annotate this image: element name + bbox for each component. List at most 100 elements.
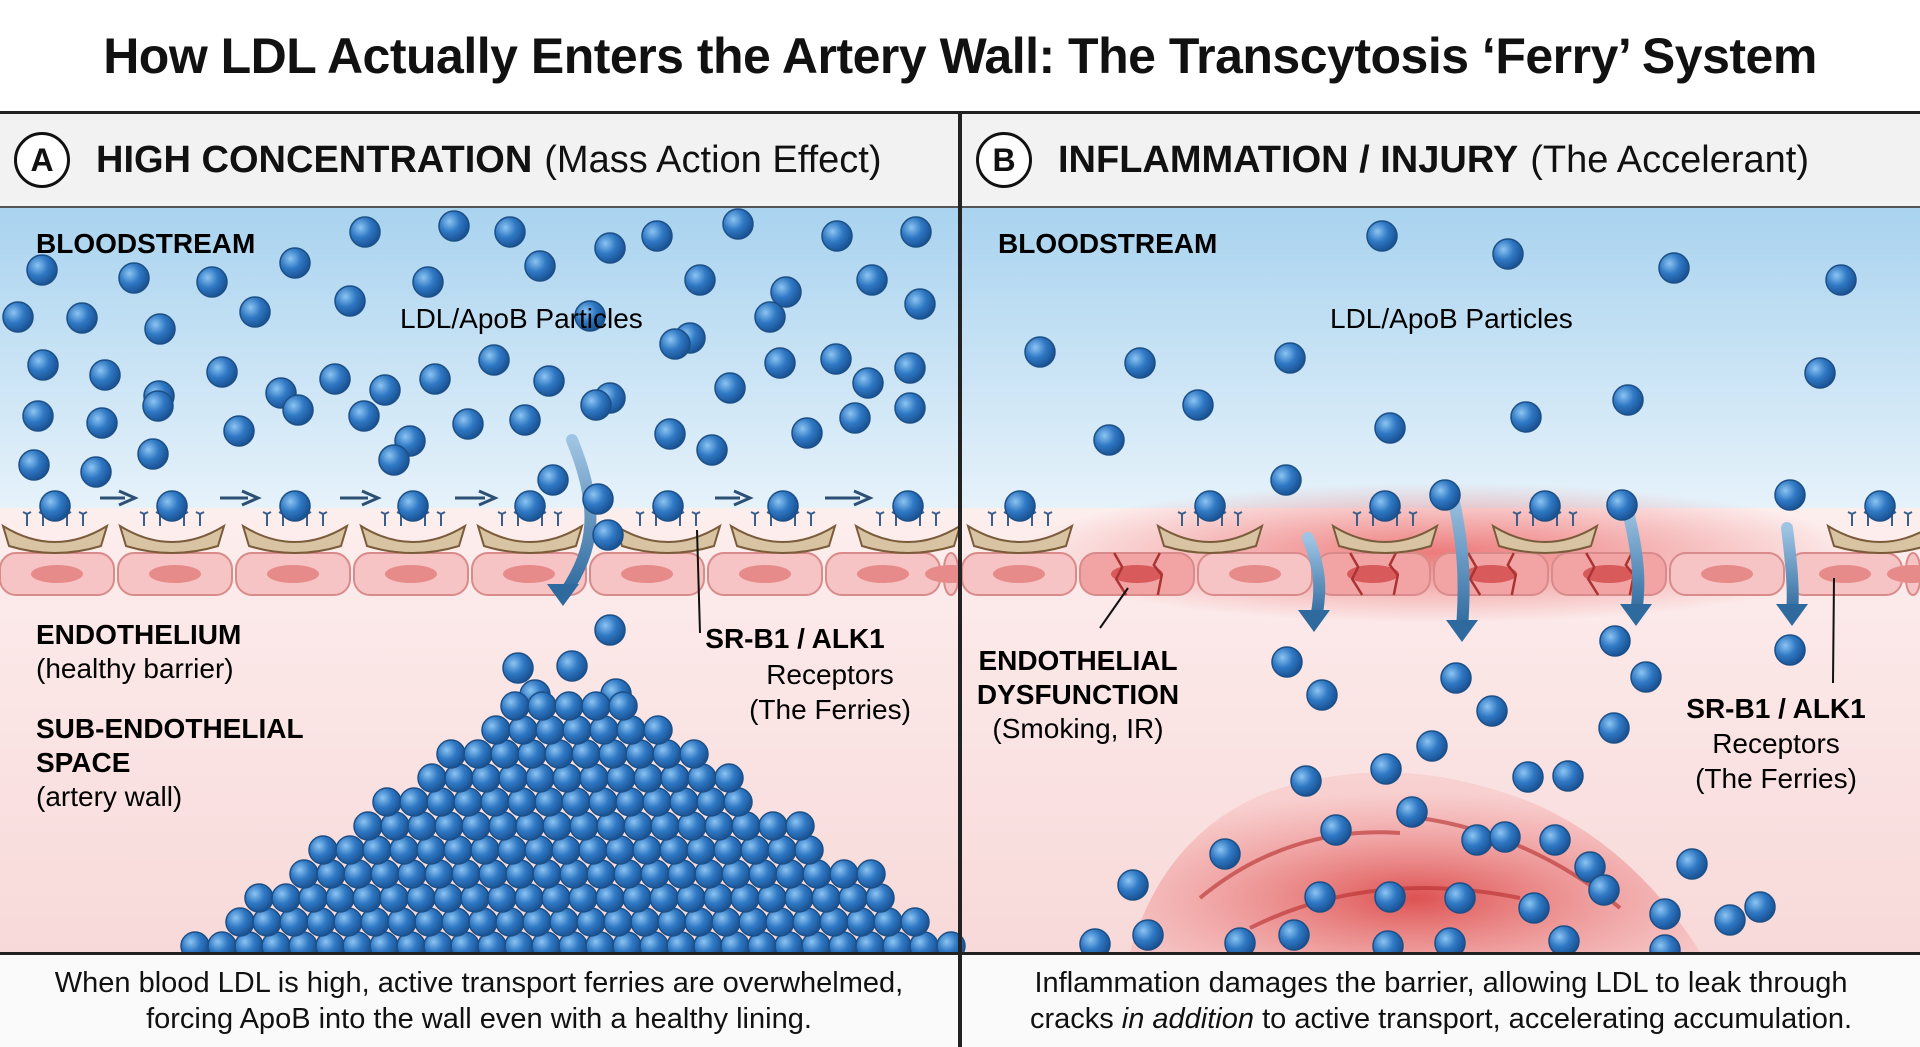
- ldl-particle-icon: [537, 464, 569, 496]
- entry-arrow-shaft: [1302, 532, 1326, 624]
- ldl-particle-icon: [369, 374, 401, 406]
- ldl-particle-icon: [764, 347, 796, 379]
- ldl-particle-icon: [1209, 838, 1241, 870]
- ldl-particle-icon: [348, 400, 380, 432]
- caption-emphasis: in addition: [1121, 1003, 1255, 1035]
- transport-arrow-icon: [455, 489, 499, 507]
- ferry-boat-icon: [118, 523, 226, 554]
- ldl-particle-icon: [714, 763, 744, 793]
- ldl-particle-icon: [654, 418, 686, 450]
- panel-a-transport-arrows: [100, 489, 874, 507]
- panel-a-bloodstream-label: BLOODSTREAM: [36, 228, 255, 259]
- ldl-particle-icon: [223, 415, 255, 447]
- ldl-particle-icon: [1429, 479, 1461, 511]
- ldl-particle-icon: [1552, 760, 1584, 792]
- panel-a-receptor-leader: [696, 529, 701, 634]
- ldl-particle-icon: [1290, 765, 1322, 797]
- panel-b-caption: Inflammation damages the barrier, allowi…: [962, 952, 1920, 1047]
- panel-b-subheading: (The Accelerant): [1530, 138, 1809, 181]
- receptor-icon: [380, 511, 390, 526]
- ldl-particle-icon: [282, 394, 314, 426]
- cell-nucleus: [1819, 565, 1871, 583]
- receptor-icon: [318, 511, 328, 526]
- ldl-particle-icon: [206, 356, 238, 388]
- entry-arrow-head: [547, 584, 579, 606]
- ldl-particle-icon: [1224, 927, 1256, 952]
- ldl-particle-icon: [39, 490, 71, 522]
- ldl-particle-icon: [319, 363, 351, 395]
- ldl-particle-icon: [767, 490, 799, 522]
- cell-nucleus: [385, 565, 437, 583]
- ldl-particle-icon: [1434, 927, 1466, 952]
- ldl-particle-icon: [1444, 882, 1476, 914]
- ldl-particle-icon: [1304, 881, 1336, 913]
- entry-arrows: [547, 434, 1808, 642]
- ldl-particle-icon: [900, 216, 932, 248]
- panel-a-subendothelial-label-2: SPACE: [36, 747, 130, 778]
- ldl-particle-icon: [574, 300, 606, 332]
- entry-arrow-head: [1776, 604, 1808, 626]
- ldl-particle-icon: [2, 301, 34, 333]
- receptor-icon: [78, 511, 88, 526]
- panel-a-caption: When blood LDL is high, active transport…: [0, 952, 958, 1047]
- ldl-particle-icon: [722, 208, 754, 240]
- ferry-boat-icon: [1, 523, 109, 554]
- ldl-particle-icon: [419, 363, 451, 395]
- ldl-particle-icon: [1649, 898, 1681, 930]
- receptor-icon: [875, 511, 885, 526]
- entry-arrow-head: [1446, 620, 1478, 642]
- ldl-particle-icon: [1440, 662, 1472, 694]
- ldl-particle-icon: [399, 787, 429, 817]
- entry-arrow-shaft: [1781, 522, 1799, 619]
- ldl-particle-icon: [1612, 384, 1644, 416]
- ferry-boat-icon: [1491, 523, 1599, 554]
- ldl-particle-icon: [244, 883, 274, 913]
- ldl-particle-icon: [892, 490, 924, 522]
- ldl-particle-icon: [1548, 925, 1580, 952]
- panel-b-ferries: [966, 490, 1920, 554]
- ldl-particle-icon: [1093, 424, 1125, 456]
- cell-nucleus: [621, 565, 673, 583]
- ldl-particle-icon: [1825, 264, 1857, 296]
- receptor-icon: [806, 511, 816, 526]
- cell-crack: [1113, 552, 1164, 596]
- ldl-particle-icon: [1510, 401, 1542, 433]
- ldl-particle-icon: [785, 811, 815, 841]
- ldl-particle-icon: [417, 763, 447, 793]
- cell-nucleus: [1583, 565, 1635, 583]
- ldl-particle-icon: [1774, 634, 1806, 666]
- ferry-boat-icon: [1826, 523, 1920, 554]
- ldl-particle-icon: [821, 220, 853, 252]
- receptor-icon: [139, 511, 149, 526]
- ldl-particle-icon: [1194, 490, 1226, 522]
- inflamed-plaque: [1130, 772, 1700, 952]
- ldl-particle-icon: [1396, 796, 1428, 828]
- ldl-particle-icon: [581, 691, 611, 721]
- panel-a-particles-label: LDL/ApoB Particles: [400, 303, 643, 334]
- ldl-particle-icon: [89, 359, 121, 391]
- ldl-particle-icon: [791, 417, 823, 449]
- cell-nucleus: [1887, 565, 1920, 583]
- ldl-particle-icon: [1476, 695, 1508, 727]
- panel-b-receptor-leader: [1832, 577, 1835, 684]
- panel-b-receptor-line2: Receptors: [1712, 728, 1840, 759]
- panel-a-caption-line2: forcing ApoB into the wall even with a h…: [146, 1003, 812, 1035]
- ldl-particle-icon: [1416, 730, 1448, 762]
- ldl-particle-icon: [22, 400, 54, 432]
- ldl-particle-icon: [335, 835, 365, 865]
- cell-nucleus: [503, 565, 555, 583]
- ldl-particle-icon: [1370, 753, 1402, 785]
- panel-b-receptor-label: SR-B1 / ALK1: [1686, 693, 1865, 724]
- ldl-particle-icon: [1864, 490, 1896, 522]
- ldl-particle-icon: [1278, 919, 1310, 951]
- panel-a-endothelium-label: ENDOTHELIUM: [36, 619, 241, 650]
- receptor-icon: [691, 511, 701, 526]
- ldl-particle-icon: [1804, 357, 1836, 389]
- ldl-particle-icon: [684, 264, 716, 296]
- panel-a-receptor-line3: (The Ferries): [749, 694, 911, 725]
- ldl-particle-icon: [754, 301, 786, 333]
- ldl-particle-icon: [397, 490, 429, 522]
- ldl-particle-icon: [1489, 821, 1521, 853]
- panel-b-bloodstream-label: BLOODSTREAM: [998, 228, 1217, 259]
